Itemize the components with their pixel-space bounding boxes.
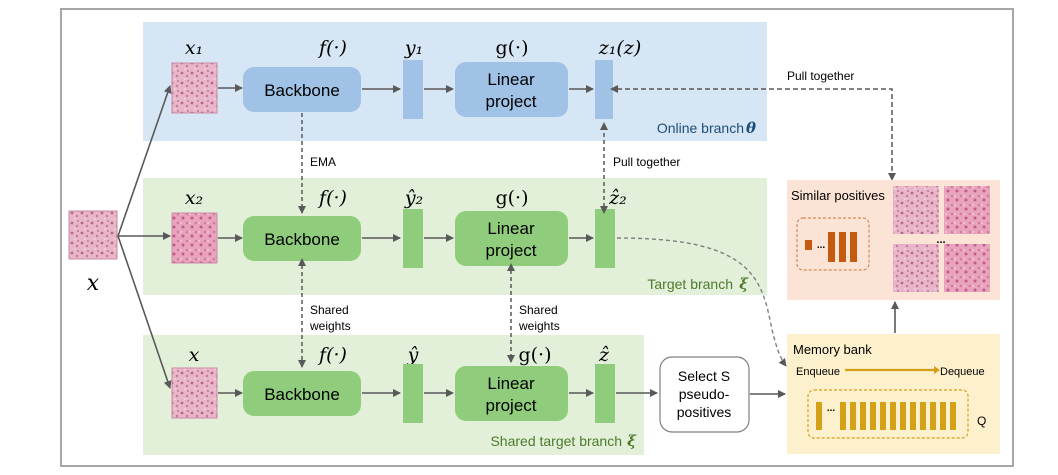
shared-proj-line1: Linear (487, 374, 535, 393)
target-f-label: f(·) (317, 187, 347, 209)
shared-linear-project (455, 366, 568, 421)
similar-image (944, 186, 990, 234)
online-proj-line2: project (485, 92, 536, 111)
target-linear-project (455, 211, 568, 266)
online-z-label: z₁(z) (598, 37, 641, 59)
enqueue-label: Enqueue (796, 366, 840, 378)
shared-y-feature (403, 364, 423, 423)
pull-together-mid-label: Pull together (613, 155, 680, 169)
online-f-label: f(·) (317, 37, 347, 59)
xi-symbol-target: ξ (739, 275, 749, 293)
select-line3: positives (677, 404, 731, 420)
shared-weights-1a: Shared (310, 303, 349, 317)
similar-image (893, 186, 939, 234)
source-image (68, 210, 118, 260)
pull-together-arrow-top (610, 85, 896, 181)
queue-bars (840, 402, 956, 430)
shared-backbone (243, 371, 361, 416)
shared-weights-2a: Shared (519, 303, 558, 317)
online-input-image (171, 62, 218, 114)
similar-image (944, 244, 990, 292)
target-y-feature (403, 209, 423, 268)
shared-branch-label: Shared target branch (490, 433, 622, 449)
memory-bank-title: Memory bank (793, 342, 872, 357)
queue-q-label: Q (977, 414, 986, 428)
similar-positives-title: Similar positives (791, 188, 885, 203)
shared-input-image (171, 367, 218, 419)
online-linear-project (455, 62, 568, 117)
online-y-feature (403, 60, 423, 119)
target-proj-line2: project (485, 241, 536, 260)
target-branch-label: Target branch (647, 276, 733, 292)
similar-bar (839, 232, 846, 262)
similar-grid-ellipsis: ... (936, 234, 945, 246)
shared-g-label: g(·) (518, 344, 551, 366)
target-proj-line1: Linear (487, 219, 535, 238)
similar-queue-frame (796, 217, 870, 271)
shared-f-label: f(·) (317, 344, 347, 366)
online-branch-label: Online branch (657, 120, 744, 136)
ema-label: EMA (310, 155, 336, 169)
target-y-label: ŷ₂ (404, 187, 423, 209)
online-backbone (243, 67, 361, 112)
target-input-label: x₂ (185, 187, 203, 209)
shared-proj-line2: project (485, 396, 536, 415)
pull-together-top-label: Pull together (787, 69, 854, 83)
target-g-label: g(·) (495, 187, 528, 209)
memory-queue-frame (807, 389, 969, 439)
target-backbone-label: Backbone (264, 230, 340, 249)
shared-y-label: ŷ (407, 344, 419, 366)
dequeue-label: Dequeue (940, 366, 985, 378)
similar-bar (828, 232, 835, 262)
source-label: x (87, 271, 100, 296)
theta-symbol: θ (746, 119, 756, 137)
online-proj-line1: Linear (487, 70, 535, 89)
queue-ellipsis: ... (827, 403, 836, 414)
shared-z-label: ẑ (598, 344, 610, 366)
online-backbone-label: Backbone (264, 81, 340, 100)
similar-bar (850, 232, 857, 262)
queue-bar (816, 402, 822, 430)
shared-backbone-label: Backbone (264, 385, 340, 404)
shared-weights-1b: weights (309, 319, 351, 333)
similar-bar-small (805, 240, 812, 250)
similar-image (893, 244, 939, 292)
shared-input-label: x (189, 344, 200, 366)
memory-bank-panel (787, 334, 1000, 454)
online-y-label: y₁ (404, 37, 423, 59)
xi-symbol-shared: ξ (627, 432, 637, 450)
online-input-label: x₁ (185, 37, 203, 59)
select-pseudo-positives-box (659, 356, 750, 433)
target-to-memory-arrow (616, 237, 787, 367)
shared-weights-2b: weights (518, 319, 560, 333)
target-input-image (171, 212, 218, 264)
similar-ellipsis: ... (817, 240, 826, 251)
shared-z-feature (595, 364, 615, 423)
dequeue-arrowhead (934, 366, 940, 374)
arrow-to-x1 (117, 85, 172, 237)
arrow-to-x (117, 235, 172, 389)
target-z-label: ẑ₂ (608, 187, 627, 209)
target-backbone (243, 216, 361, 261)
select-line2: pseudo- (679, 386, 730, 402)
online-g-label: g(·) (495, 37, 528, 59)
online-z-feature (595, 60, 613, 119)
target-z-feature (595, 209, 615, 268)
select-line1: Select S (678, 368, 730, 384)
